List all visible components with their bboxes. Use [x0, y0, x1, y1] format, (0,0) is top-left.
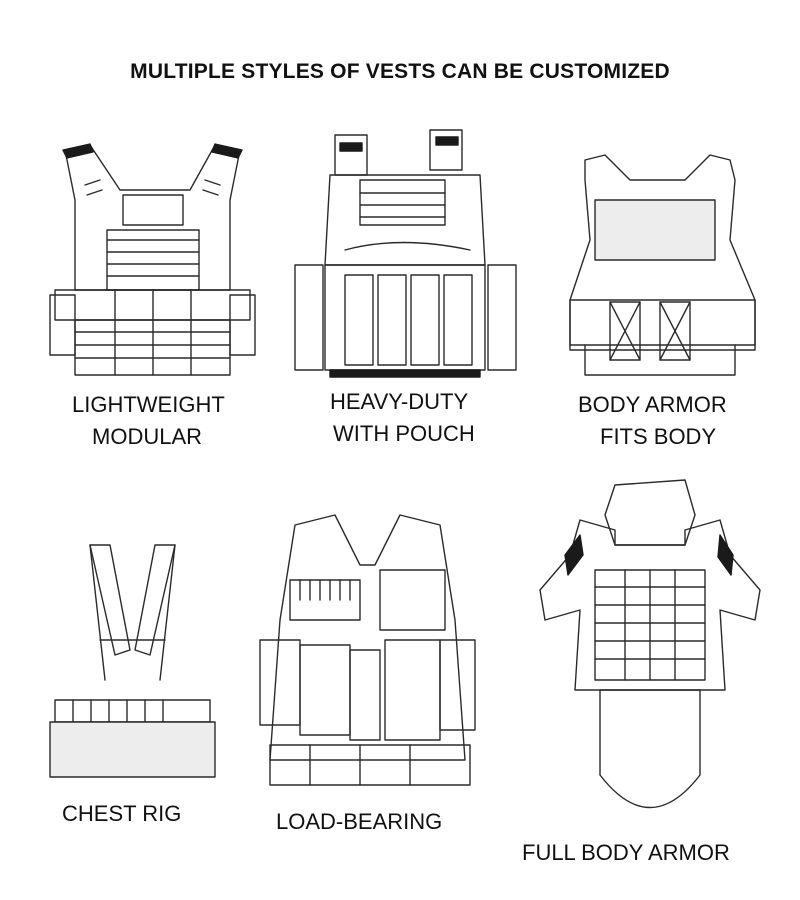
load-bearing-vest-icon	[259, 514, 476, 786]
heavy-duty-vest-icon	[294, 129, 517, 378]
chest-rig-label: CHEST RIG	[62, 801, 182, 826]
chest-rig-icon	[49, 544, 216, 778]
load-bearing-label: LOAD-BEARING	[276, 809, 443, 834]
lightweight-modular-label: LIGHTWEIGHT MODULAR	[72, 392, 225, 449]
body-armor-label: BODY ARMOR FITS BODY	[578, 392, 727, 449]
plate-carrier-vest-icon	[49, 143, 256, 376]
body-armor-vest-icon	[569, 154, 756, 376]
heavy-duty-label: HEAVY-DUTY WITH POUCH	[330, 389, 475, 446]
page-title: MULTIPLE STYLES OF VESTS CAN BE CUSTOMIZ…	[130, 60, 670, 83]
full-body-armor-icon	[539, 479, 761, 809]
full-body-armor-label: FULL BODY ARMOR	[522, 840, 730, 865]
